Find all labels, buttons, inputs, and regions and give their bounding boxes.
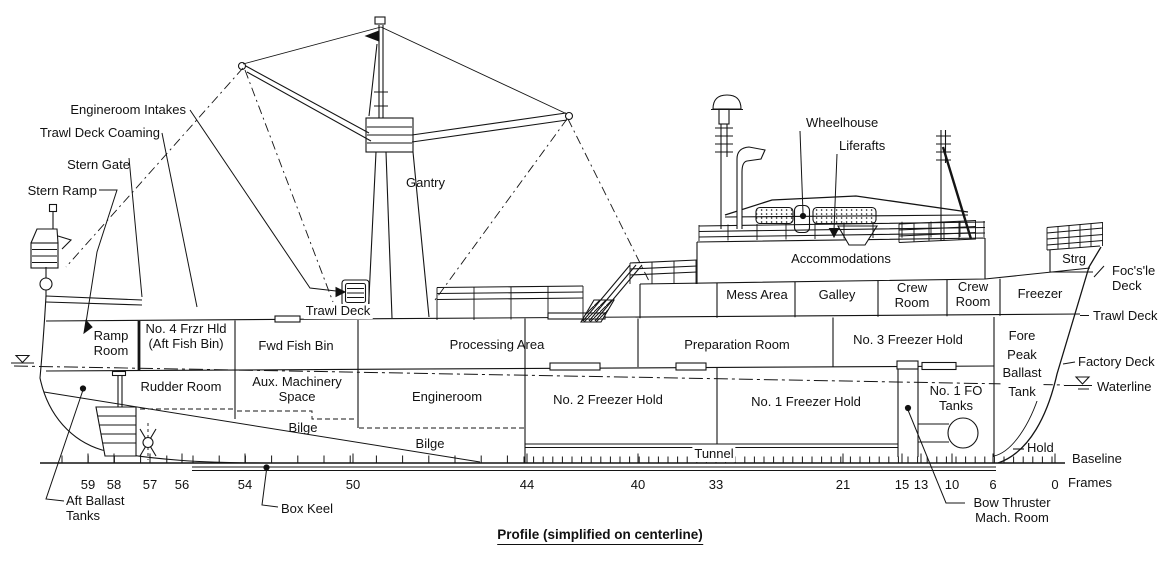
bow-tip-railing [1046, 221, 1104, 273]
arrowhead-icon [335, 286, 347, 298]
accommodations-block [696, 237, 986, 284]
topping-lifts [242, 26, 568, 115]
radar-dome-icon [711, 94, 743, 111]
stbd-boom [411, 112, 568, 143]
port-boom [243, 64, 372, 142]
gantry [65, 16, 650, 319]
waterline-symbol-right [1064, 376, 1092, 390]
mast-stay [941, 146, 973, 240]
rudder [95, 370, 137, 457]
stern-light-icon [39, 277, 53, 291]
factory-deck-line [45, 365, 995, 372]
frame-ruler-ticks [61, 453, 1056, 463]
propeller-icon [139, 423, 157, 460]
masthead-cap [374, 16, 386, 25]
deck-hatches [274, 312, 957, 371]
bow-thruster-tube [947, 417, 979, 449]
bulkheads [137, 278, 1001, 463]
arrowhead-icon [828, 228, 840, 239]
waterline-line [11, 354, 1092, 390]
bow-railing [898, 219, 977, 244]
stern-gear [30, 203, 157, 460]
radar-mast [711, 94, 743, 229]
stern-gallows [30, 203, 73, 269]
rigging-stays [65, 67, 650, 303]
liferaft-rack-fwd [812, 206, 877, 225]
arrowhead-icon [83, 319, 93, 335]
wind-vane-icon [364, 30, 380, 42]
bow-stem [997, 246, 1102, 464]
vent-trunk [837, 225, 878, 246]
strg-box [1049, 250, 1093, 273]
box-keel-line [192, 466, 996, 472]
wheelhouse-roof [724, 195, 969, 216]
engineroom-intake-grille [341, 279, 370, 307]
focsle-deck-line [639, 267, 1091, 285]
waterline-symbol-left [11, 354, 34, 364]
funnel [736, 146, 766, 229]
leader-lines [45, 109, 1105, 508]
liferaft-rack-aft [755, 206, 794, 225]
tunnel-top-line [525, 443, 898, 449]
wheelhouse-door [793, 204, 811, 234]
foremast [936, 130, 973, 241]
hull-outline [39, 246, 1102, 472]
midship-railings [436, 259, 698, 322]
superstructure [696, 94, 986, 284]
stern-bulwark [45, 295, 143, 306]
